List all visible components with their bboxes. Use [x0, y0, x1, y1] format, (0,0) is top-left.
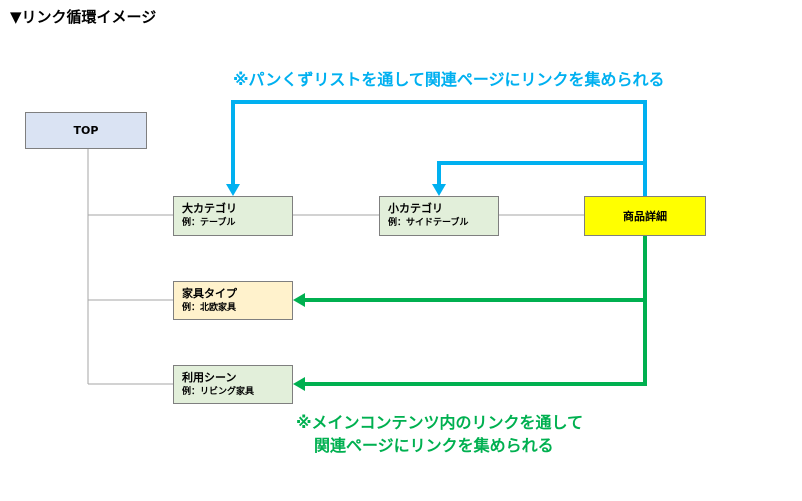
node-furniture-type: 家具タイプ 例：北欧家具: [173, 281, 293, 320]
node-top: TOP: [25, 112, 147, 149]
arrowhead-furniture-type: [293, 293, 305, 307]
note-main-content-line2: 関連ページにリンクを集められる: [314, 436, 554, 455]
node-top-label: TOP: [73, 124, 99, 137]
arrowhead-usage-scene: [293, 377, 305, 391]
node-small-category-example: 例：サイドテーブル: [388, 218, 469, 228]
node-small-category: 小カテゴリ 例：サイドテーブル: [379, 196, 499, 236]
node-furniture-type-example: 例：北欧家具: [182, 302, 237, 313]
arrow-to-usage-scene: [303, 235, 647, 386]
tree-lines: [87, 148, 584, 385]
node-product-detail: 商品詳細: [584, 196, 706, 236]
main-content-arrows: [303, 235, 647, 386]
arrowhead-large-category: [226, 184, 240, 196]
arrow-to-large-category: [231, 100, 647, 196]
note-main-content-line1: ※メインコンテンツ内のリンクを通して: [296, 413, 584, 432]
node-small-category-label: 小カテゴリ: [388, 202, 443, 215]
node-large-category-label: 大カテゴリ: [182, 202, 237, 215]
node-large-category-example: 例：テーブル: [182, 218, 236, 228]
node-furniture-type-label: 家具タイプ: [182, 286, 237, 300]
diagram-heading: ▼リンク循環イメージ: [10, 8, 157, 26]
arrow-to-small-category: [437, 161, 645, 186]
node-usage-scene: 利用シーン 例：リビング家具: [173, 365, 293, 404]
breadcrumb-arrows: [231, 100, 647, 196]
node-large-category: 大カテゴリ 例：テーブル: [173, 196, 293, 236]
arrowhead-small-category: [432, 184, 446, 196]
note-breadcrumb: ※パンくずリストを通して関連ページにリンクを集められる: [233, 70, 665, 89]
node-usage-scene-label: 利用シーン: [182, 370, 237, 384]
node-product-detail-label: 商品詳細: [623, 209, 667, 223]
node-usage-scene-example: 例：リビング家具: [182, 386, 255, 397]
